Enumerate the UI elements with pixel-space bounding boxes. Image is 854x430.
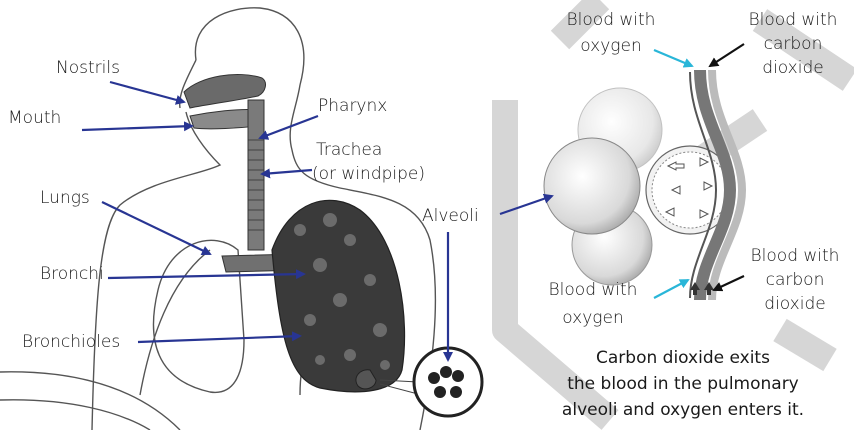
- label-blood-co2-bottom-line3: dioxide: [740, 294, 850, 314]
- label-blood-oxygen-bottom-line1: Blood with: [538, 280, 648, 300]
- label-blood-co2-bottom: Blood with carbon dioxide: [740, 246, 850, 314]
- trachea: [248, 100, 264, 250]
- caption: Carbon dioxide exits the blood in the pu…: [518, 345, 848, 423]
- caption-line3: alveoli and oxygen enters it.: [518, 397, 848, 423]
- label-bronchi: Bronchi: [40, 264, 104, 284]
- label-blood-co2-top: Blood with carbon dioxide: [738, 10, 848, 78]
- label-blood-co2-bottom-line1: Blood with: [740, 246, 850, 266]
- label-mouth: Mouth: [8, 108, 61, 128]
- label-blood-co2-bottom-line2: carbon: [740, 270, 850, 290]
- right-lung: [272, 200, 405, 391]
- label-blood-co2-top-line3: dioxide: [738, 58, 848, 78]
- label-pharynx: Pharynx: [318, 96, 387, 116]
- caption-line1: Carbon dioxide exits: [518, 345, 848, 371]
- label-blood-oxygen-top: Blood with oxygen: [556, 10, 666, 56]
- caption-line2: the blood in the pulmonary: [518, 371, 848, 397]
- label-alveoli: Alveoli: [422, 206, 479, 226]
- label-blood-oxygen-top-line2: oxygen: [556, 36, 666, 56]
- label-blood-oxygen-bottom: Blood with oxygen: [538, 280, 648, 328]
- label-blood-oxygen-top-line1: Blood with: [556, 10, 666, 30]
- label-lungs: Lungs: [40, 188, 90, 208]
- label-trachea-sub: (or windpipe): [312, 164, 425, 184]
- label-blood-co2-top-line2: carbon: [738, 34, 848, 54]
- label-bronchioles: Bronchioles: [22, 332, 120, 352]
- label-blood-co2-top-line1: Blood with: [738, 10, 848, 30]
- label-blood-oxygen-bottom-line2: oxygen: [538, 308, 648, 328]
- label-trachea: Trachea: [316, 140, 382, 160]
- label-nostrils: Nostrils: [56, 58, 120, 78]
